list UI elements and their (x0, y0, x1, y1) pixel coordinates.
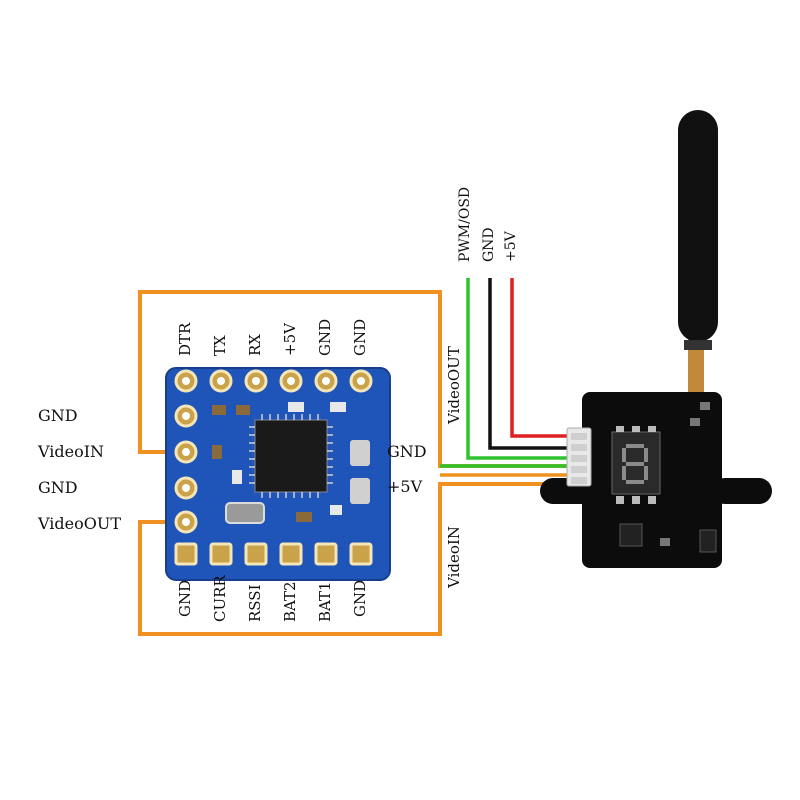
osd-left-pin-label: VideoIN (38, 442, 105, 461)
osd-bottom-pin-label: RSSI (246, 584, 264, 622)
vtx-ear-right (712, 478, 772, 504)
osd-top-pin-label: RX (246, 334, 264, 356)
vtx-antenna (678, 110, 718, 342)
video-out-label: VideoOUT (445, 346, 463, 424)
green-wire (466, 278, 585, 460)
osd-bottom-pin-label: BAT2 (281, 581, 299, 622)
vtx-wire-label-pwm-osd: PWM/OSD (457, 186, 473, 262)
vtx-module (540, 110, 772, 568)
osd-board (165, 367, 391, 581)
video-in-label: VideoIN (445, 526, 463, 588)
osd-crystal (225, 502, 265, 524)
vtx-signal-wires (440, 278, 585, 477)
osd-bottom-pads (174, 542, 373, 566)
osd-top-pin-label: +5V (281, 323, 299, 356)
osd-left-pin-label: GND (38, 406, 78, 425)
osd-left-pin-label: GND (38, 478, 78, 497)
osd-bottom-pin-label: CURR (211, 575, 229, 622)
osd-right-pin-label: GND (387, 442, 427, 461)
vtx-antenna-shaft (688, 336, 704, 398)
vtx-chip (619, 523, 643, 547)
video-in-wire (138, 482, 585, 636)
osd-top-pin-label: DTR (176, 322, 194, 356)
vtx-wire-label-gnd: GND (481, 227, 497, 262)
osd-main-chip (254, 419, 328, 493)
osd-top-pads (174, 369, 373, 393)
osd-bottom-pin-label: GND (351, 579, 369, 617)
osd-top-pin-label: GND (351, 318, 369, 356)
osd-bottom-pin-label: BAT1 (316, 581, 334, 622)
vtx-wire-label-5v: +5V (503, 231, 519, 262)
osd-top-pin-label: GND (316, 318, 334, 356)
black-wire (488, 278, 585, 450)
osd-left-pin-label: VideoOUT (38, 514, 122, 533)
osd-left-pads (174, 404, 198, 534)
osd-component-2 (350, 478, 370, 504)
osd-right-pin-label: +5V (387, 477, 423, 496)
red-wire (510, 278, 585, 438)
osd-component-1 (350, 440, 370, 466)
osd-top-pin-label: TX (211, 335, 229, 356)
osd-bottom-pin-label: GND (176, 579, 194, 617)
